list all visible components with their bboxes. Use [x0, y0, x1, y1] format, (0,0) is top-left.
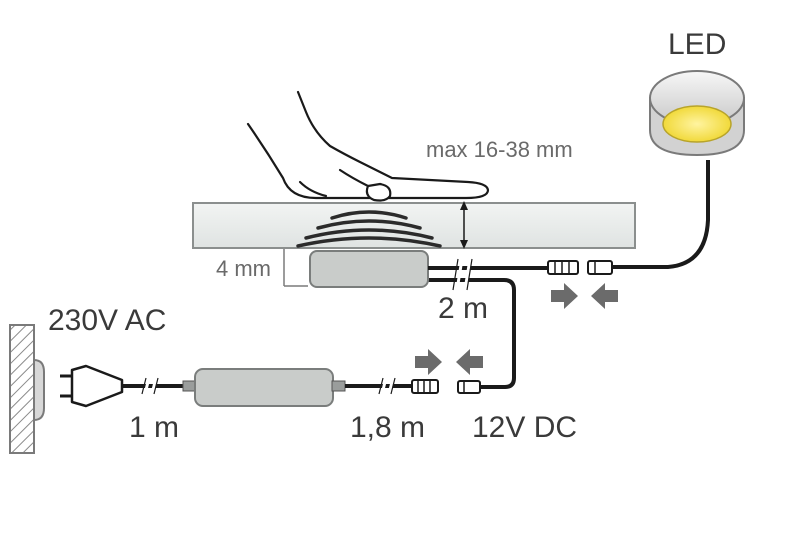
led-connector-female: [587, 260, 613, 275]
touch-sensor: [309, 250, 429, 288]
led-connector-male: [547, 260, 579, 275]
led-label: LED: [668, 28, 726, 61]
power-plug-icon: [60, 364, 124, 408]
dc-cable-length-label: 1,8 m: [350, 411, 425, 444]
connector-arrows-icon: [551, 283, 618, 309]
power-supply: [194, 368, 334, 407]
thickness-dimension: [460, 201, 468, 249]
sensor-cable-length-label: 2 m: [438, 292, 488, 325]
wall-socket-icon: [9, 324, 45, 454]
led-cable: [612, 160, 710, 269]
sensor-output-cable: [428, 258, 548, 291]
dc-voltage-label: 12V DC: [472, 411, 577, 444]
max-thickness-label: max 16-38 mm: [426, 137, 573, 162]
mains-cable-length-label: 1 m: [129, 411, 179, 444]
mains-cable: [122, 377, 197, 395]
connector-arrows-icon: [415, 349, 483, 375]
sensor-waves-icon: [296, 210, 442, 248]
distance-dimension: [283, 249, 308, 287]
dc-connector-female: [457, 380, 481, 394]
hand-touch-icon: [246, 90, 490, 202]
led-light-icon: [649, 70, 745, 157]
distance-label: 4 mm: [216, 256, 271, 281]
dc-cable: [331, 377, 412, 395]
mains-voltage-label: 230V AC: [48, 304, 166, 337]
dc-connector-male: [411, 379, 439, 394]
sensor-supply-cable: [428, 278, 516, 389]
